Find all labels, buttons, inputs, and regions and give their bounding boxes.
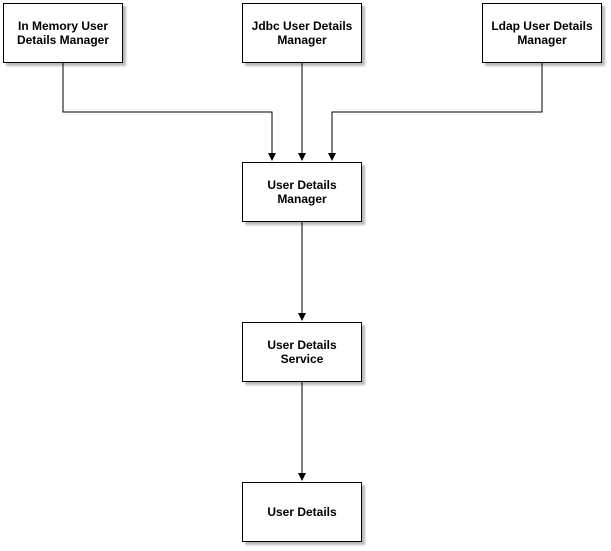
user-details-service-box: User Details Service [242,322,362,382]
jdbc-user-details-manager-label: Jdbc User Details Manager [251,19,353,47]
user-details-box: User Details [242,482,362,542]
user-details-service-label: User Details Service [267,338,337,366]
edge-in-memory-to-user-details-manager [62,63,276,161]
ldap-user-details-manager-label: Ldap User Details Manager [491,19,593,47]
user-details-manager-box: User Details Manager [242,162,362,222]
jdbc-user-details-manager-box: Jdbc User Details Manager [242,3,362,63]
in-memory-user-details-manager-box: In Memory User Details Manager [3,3,123,63]
user-details-manager-label: User Details Manager [267,178,337,206]
in-memory-user-details-manager-label: In Memory User Details Manager [16,19,110,47]
edge-ldap-to-user-details-manager [328,63,543,161]
ldap-user-details-manager-box: Ldap User Details Manager [482,3,602,63]
user-details-label: User Details [267,505,337,519]
